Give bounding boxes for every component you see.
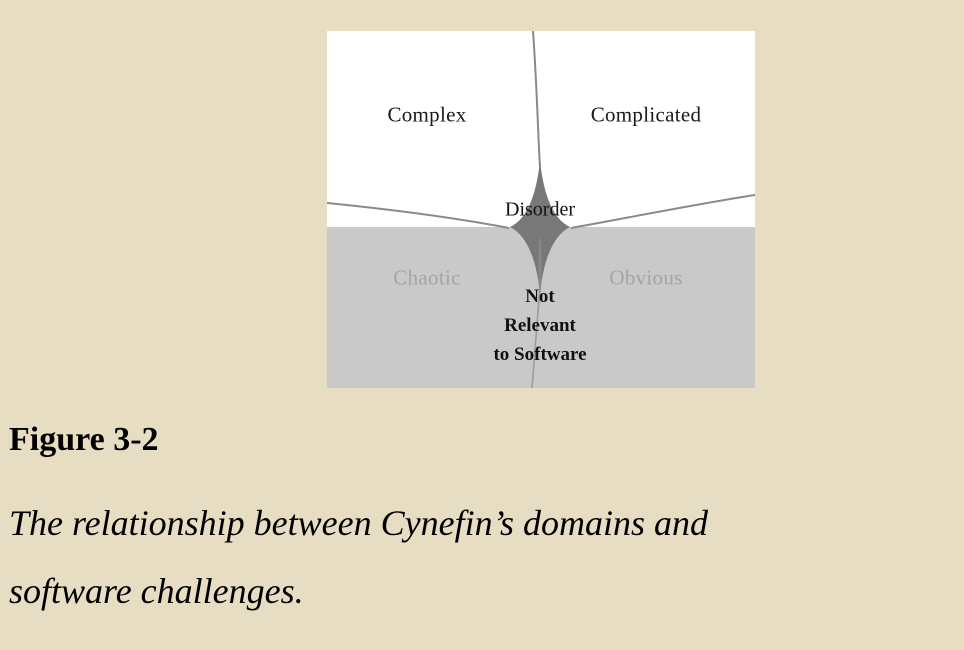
not-relevant-line-2: Relevant [504, 315, 576, 336]
quadrant-label-complicated: Complicated [590, 102, 702, 127]
not-relevant-label: Not Relevant to Software [493, 282, 586, 369]
bottom-boundary-line [531, 285, 541, 388]
not-relevant-line-1: Not [525, 286, 555, 307]
disorder-blob [510, 161, 570, 293]
left-boundary-line [327, 202, 510, 229]
quadrant-label-obvious: Obvious [609, 265, 683, 290]
figure-caption: Figure 3-2 The relationship between Cyne… [9, 421, 954, 625]
top-boundary-line [532, 31, 541, 168]
disorder-label: Disorder [505, 198, 575, 221]
caption-line-2: software challenges. [9, 571, 304, 611]
disorder-blob-soft-tail [538, 231, 542, 306]
quadrant-label-chaotic: Chaotic [393, 265, 461, 290]
figure-number: Figure 3-2 [9, 421, 159, 458]
diagram-lines [327, 31, 755, 388]
not-relevant-line-3: to Software [493, 344, 587, 365]
cynefin-diagram: Complex Complicated Chaotic Obvious Diso… [327, 31, 755, 388]
caption-line-1: The relationship between Cynefin’s domai… [9, 503, 708, 543]
right-boundary-line [570, 194, 755, 229]
quadrant-label-complex: Complex [387, 102, 467, 127]
